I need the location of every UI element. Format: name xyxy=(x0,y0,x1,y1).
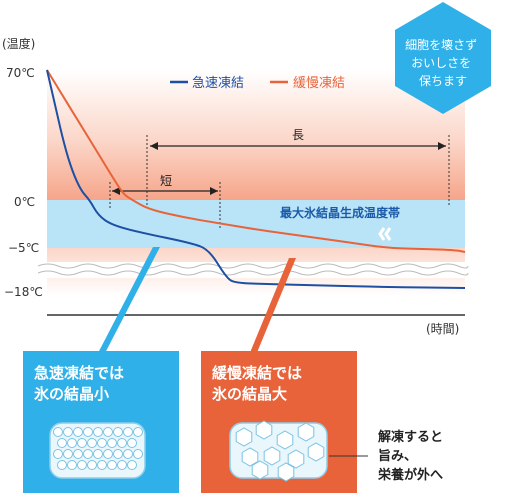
small-ice-crystal xyxy=(63,449,73,459)
small-ice-crystal xyxy=(113,427,123,437)
large-ice-crystal xyxy=(251,460,269,480)
badge-line-1: 細胞を壊さず xyxy=(405,38,477,52)
small-ice-crystal xyxy=(57,438,67,448)
band-label: 最大氷結晶生成温度帯 xyxy=(280,205,400,220)
small-ice-crystal xyxy=(117,438,127,448)
note-line-3: 栄養が外へ xyxy=(377,467,443,483)
series-slow-freezing-line xyxy=(46,69,466,253)
badge-text: 細胞を壊さず おいしさを 保ちます xyxy=(405,38,481,88)
bracket-short: 短 xyxy=(109,174,221,230)
small-ice-crystal xyxy=(87,438,97,448)
small-ice-crystal xyxy=(97,438,107,448)
small-ice-crystal xyxy=(93,427,103,437)
large-ice-crystal xyxy=(277,462,295,482)
slow-box-title: 緩慢凍結では 氷の結晶大 xyxy=(212,364,307,403)
small-ice-crystal xyxy=(67,460,77,470)
small-ice-crystal xyxy=(107,438,117,448)
bracket-long: 長 xyxy=(146,128,450,205)
y-tick-minus5: −5℃ xyxy=(8,241,39,255)
max-ice-crystal-zone xyxy=(47,200,465,248)
small-ice-crystal xyxy=(73,449,83,459)
small-ice-crystal xyxy=(93,449,103,459)
badge-hexagon xyxy=(395,2,491,114)
y-tick-70: 70℃ xyxy=(6,66,35,80)
small-ice-crystal xyxy=(133,427,143,437)
rapid-pointer xyxy=(97,247,160,355)
x-axis-label: (時間) xyxy=(426,322,459,336)
small-ice-crystal xyxy=(73,427,83,437)
note-line-1: 解凍すると xyxy=(377,429,443,445)
small-ice-crystal xyxy=(83,427,93,437)
small-ice-crystal xyxy=(123,449,133,459)
legend: 急速凍結 緩慢凍結 xyxy=(170,75,345,91)
small-ice-crystal xyxy=(113,449,123,459)
y-tick-minus18: −18℃ xyxy=(4,285,43,299)
note-text: 解凍すると 旨み、 栄養が外へ xyxy=(377,429,448,483)
small-ice-crystal xyxy=(57,460,67,470)
y-axis-label: (温度) xyxy=(2,36,35,51)
small-ice-crystal xyxy=(77,438,87,448)
small-ice-crystal xyxy=(53,449,63,459)
large-ice-crystals xyxy=(235,420,325,482)
rapid-box-title: 急速凍結では 氷の結晶小 xyxy=(34,364,129,403)
line-break-mark xyxy=(378,227,392,241)
series-rapid-freezing-line xyxy=(46,69,466,289)
legend-rapid-label: 急速凍結 xyxy=(192,75,244,91)
legend-slow-label: 緩慢凍結 xyxy=(293,75,345,91)
slow-pointer xyxy=(249,258,296,355)
large-ice-crystal xyxy=(263,446,281,466)
small-ice-crystals xyxy=(53,427,143,470)
slow-box-title-line-2: 氷の結晶大 xyxy=(212,385,287,403)
note-line-2: 旨み、 xyxy=(378,448,417,464)
badge-line-2: おいしさを xyxy=(411,56,471,70)
bracket-short-label: 短 xyxy=(160,174,172,188)
small-ice-crystal xyxy=(67,438,77,448)
small-ice-crystal xyxy=(133,449,143,459)
bracket-long-label: 長 xyxy=(292,128,304,142)
slow-box-title-line-1: 緩慢凍結では xyxy=(212,364,302,382)
large-ice-crystal xyxy=(255,420,273,440)
small-ice-crystal xyxy=(53,427,63,437)
large-ice-crystal xyxy=(297,422,315,442)
large-ice-crystal xyxy=(235,427,253,447)
small-ice-crystal xyxy=(77,460,87,470)
small-ice-crystal xyxy=(127,460,137,470)
rapid-box-title-line-2: 氷の結晶小 xyxy=(34,385,109,403)
small-ice-crystal xyxy=(103,427,113,437)
small-ice-crystal xyxy=(107,460,117,470)
y-tick-0: 0℃ xyxy=(14,195,35,209)
small-ice-crystal xyxy=(83,449,93,459)
small-ice-crystal xyxy=(117,460,127,470)
axis-break xyxy=(37,262,469,278)
warm-zone xyxy=(47,70,465,200)
small-ice-crystal xyxy=(127,438,137,448)
small-ice-crystal xyxy=(63,427,73,437)
large-ice-crystal xyxy=(287,449,305,469)
badge-line-3: 保ちます xyxy=(419,74,467,88)
large-ice-crystal xyxy=(276,430,294,450)
large-ice-crystal xyxy=(307,442,325,462)
small-ice-crystal xyxy=(103,449,113,459)
small-ice-crystal xyxy=(87,460,97,470)
small-ice-crystal xyxy=(97,460,107,470)
rapid-box-title-line-1: 急速凍結では xyxy=(34,364,124,382)
large-ice-crystal xyxy=(241,447,259,467)
small-ice-crystal xyxy=(123,427,133,437)
